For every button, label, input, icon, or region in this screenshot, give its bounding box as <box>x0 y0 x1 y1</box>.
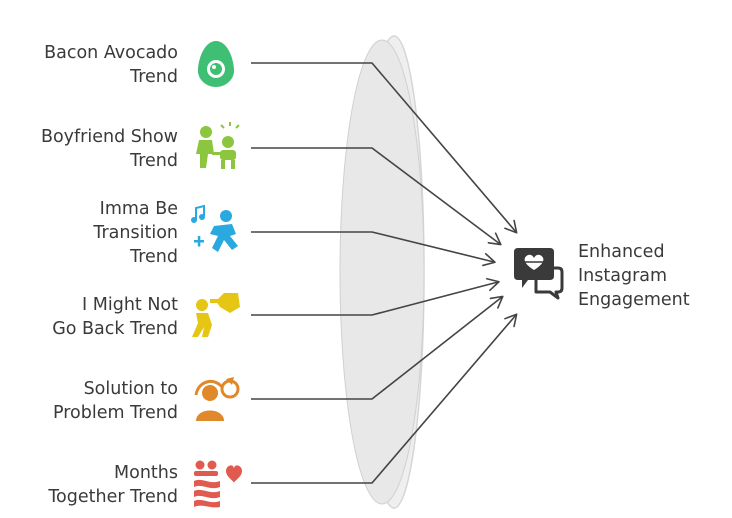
connector-5 <box>251 295 504 400</box>
input-label-line: I Might Not <box>82 295 178 315</box>
input-label-line: Solution to <box>83 379 178 399</box>
input-label-line: Trend <box>130 151 178 171</box>
input-label-line: Together Trend <box>48 487 178 507</box>
connector-4 <box>251 277 500 316</box>
connector-6 <box>251 313 518 484</box>
avocado-icon <box>197 41 235 87</box>
output-label-line: Instagram <box>578 266 668 286</box>
chat-heart-icon <box>514 248 564 300</box>
input-label-line: Trend <box>130 67 178 87</box>
connectors <box>251 62 518 484</box>
connector-1 <box>251 62 518 234</box>
input-label-line: Bacon Avocado <box>44 43 178 63</box>
input-label-solution-to-problem: Solution to Problem Trend <box>53 377 178 425</box>
input-label-i-might-not-go-back: I Might Not Go Back Trend <box>52 293 178 341</box>
input-label-line: Go Back Trend <box>52 319 178 339</box>
input-label-line: Months <box>114 463 178 483</box>
input-label-line: Trend <box>130 247 178 267</box>
dancing-music-icon <box>191 204 238 252</box>
input-label-imma-be-transition: Imma Be Transition Trend <box>93 197 178 269</box>
output-label-line: Enhanced <box>578 242 665 262</box>
couple-heart-icon <box>194 460 242 508</box>
connector-2 <box>251 147 502 246</box>
pointing-person-icon <box>192 293 240 337</box>
input-label-line: Transition <box>93 223 178 243</box>
problem-solution-icon <box>194 377 240 421</box>
output-label-enhanced-engagement: Enhanced Instagram Engagement <box>578 240 690 312</box>
output-label-line: Engagement <box>578 290 690 310</box>
input-label-boyfriend-show: Boyfriend Show Trend <box>41 125 178 173</box>
input-label-months-together: Months Together Trend <box>48 461 178 509</box>
input-label-line: Imma Be <box>99 199 178 219</box>
input-label-line: Problem Trend <box>52 403 178 423</box>
input-label-line: Boyfriend Show <box>40 127 178 147</box>
input-label-bacon-avocado: Bacon Avocado Trend <box>44 41 178 89</box>
connector-3 <box>251 231 496 267</box>
couple-show-icon <box>196 122 240 169</box>
